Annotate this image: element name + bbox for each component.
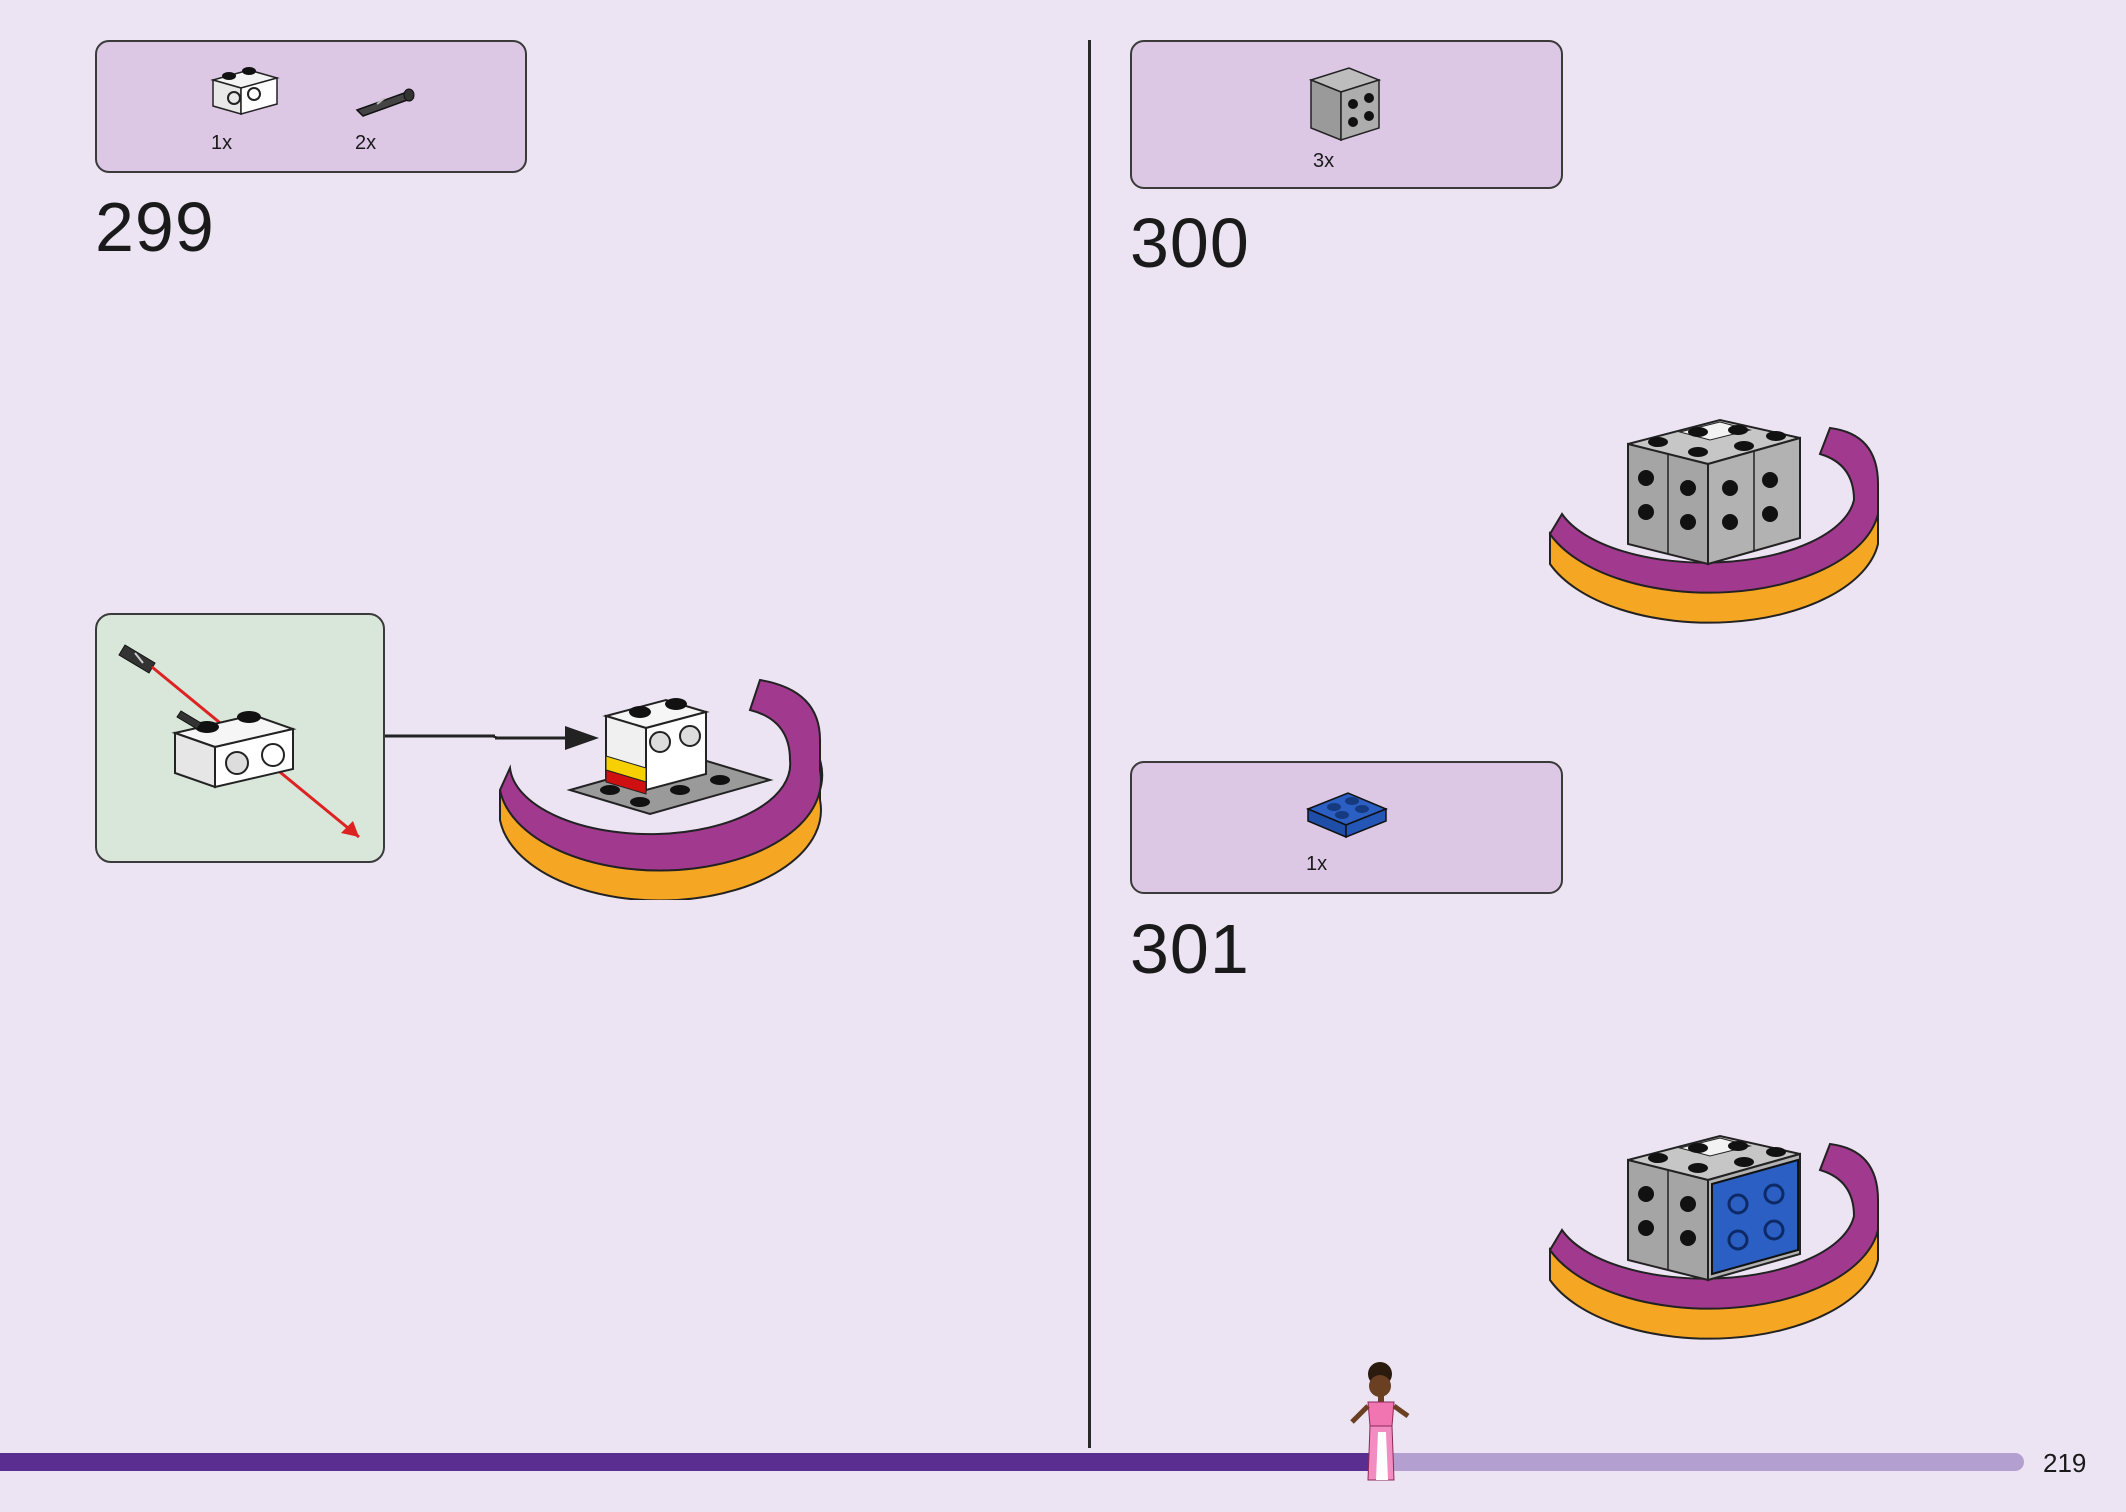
progress-bar-fill <box>0 1453 1377 1471</box>
blue-plate-2x2-icon <box>1306 792 1388 839</box>
parts-list-step-300: 3x <box>1130 40 1563 189</box>
page-number: 219 <box>2043 1448 2087 1478</box>
part-qty: 3x <box>1313 150 1335 172</box>
part-qty: 1x <box>1306 853 1328 875</box>
parts-list-step-301: 1x <box>1130 761 1563 894</box>
gray-brick-2x2-icon <box>1308 67 1382 142</box>
pin-insertion-diagram <box>118 644 360 839</box>
assembly-arrow <box>385 726 599 750</box>
minifigure-icon <box>1350 1362 1410 1481</box>
step-number: 299 <box>95 188 215 266</box>
step-number: 300 <box>1130 204 1250 282</box>
page-divider <box>1088 40 1091 1448</box>
black-connector-pin-icon <box>355 88 415 117</box>
parts-list-step-299: 1x 2x <box>95 40 527 173</box>
model-assembly-step-300 <box>1548 418 1879 624</box>
step-number: 301 <box>1130 910 1250 988</box>
sub-assembly-callout <box>95 613 385 863</box>
white-technic-brick-1x2-icon <box>210 67 280 115</box>
model-assembly-step-299 <box>498 678 824 900</box>
part-qty: 1x <box>211 132 233 154</box>
progress-bar <box>0 1453 2024 1471</box>
model-assembly-step-301 <box>1548 1134 1879 1340</box>
part-qty: 2x <box>355 132 377 154</box>
